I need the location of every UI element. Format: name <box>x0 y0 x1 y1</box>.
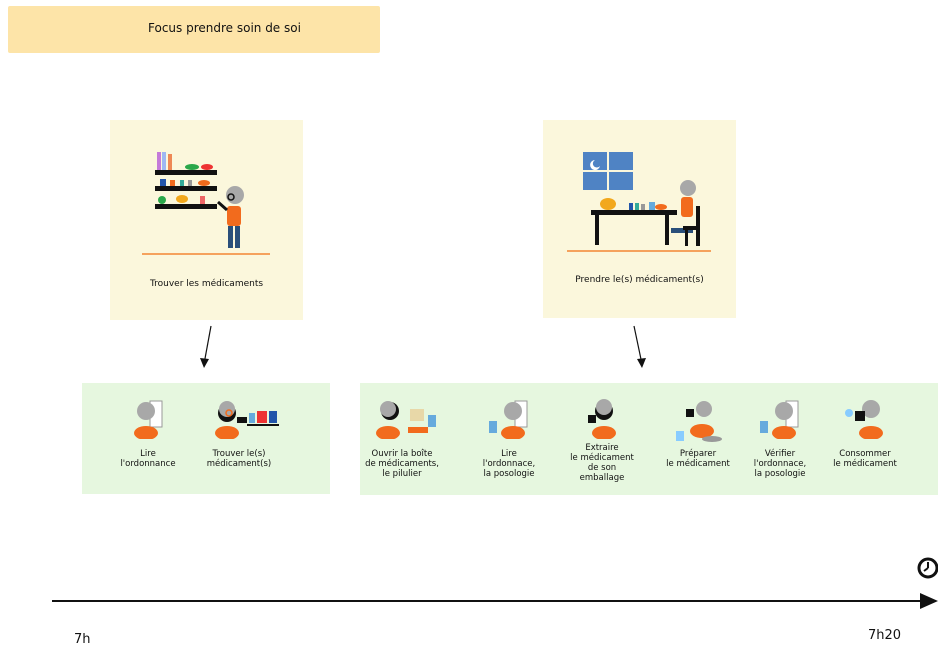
shelves-illustration <box>142 152 270 255</box>
timeline-end-label: 7h20 <box>868 628 902 643</box>
person-medicine-icon <box>215 401 279 439</box>
step-label: Trouver le(s) médicament(s) <box>206 449 272 469</box>
person-reading-icon <box>760 400 799 439</box>
arrow-down-left <box>200 325 212 368</box>
person-preparing-icon <box>676 401 722 442</box>
person-reading-icon <box>134 400 163 439</box>
step-label: Lire l'ordonnance <box>120 449 176 469</box>
person-opening-box-icon <box>376 401 436 439</box>
scene-find-label: Trouver les médicaments <box>149 279 264 289</box>
scene-take-medication: Prendre le(s) médicament(s) <box>543 120 736 318</box>
step-label: Consommer le médicament <box>833 449 897 469</box>
arrow-down-right <box>633 325 646 368</box>
step-label: Ouvrir la boîte de médicaments, le pilul… <box>365 449 439 479</box>
timeline-axis <box>52 593 938 609</box>
clock-icon <box>917 557 938 579</box>
person-extracting-icon <box>588 399 616 439</box>
page-title: Focus prendre soin de soi <box>148 21 301 35</box>
step-label: Lire l'ordonnace, la posologie <box>482 449 536 479</box>
step-label: Vérifier l'ordonnace, la posologie <box>753 449 807 479</box>
person-reading-icon <box>489 400 528 439</box>
person-taking-icon <box>845 400 883 439</box>
timeline-start-label: 7h <box>74 632 91 647</box>
steps-panel-left: Lire l'ordonnance Trouver le(s) médicame… <box>82 383 330 494</box>
step-label: Extraire le médicament de son emballage <box>570 443 634 483</box>
title-banner: Focus prendre soin de soi <box>8 6 380 53</box>
scene-find-medication: Trouver les médicaments <box>110 120 303 320</box>
step-label: Préparer le médicament <box>666 449 730 469</box>
table-illustration <box>567 152 711 252</box>
steps-panel-right: Ouvrir la boîte de médicaments, le pilul… <box>360 383 938 495</box>
scene-take-label: Prendre le(s) médicament(s) <box>575 275 704 285</box>
